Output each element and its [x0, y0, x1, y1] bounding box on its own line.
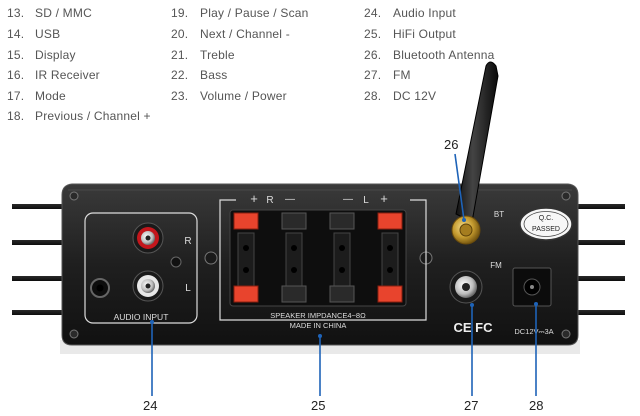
speaker-plus-l: + [380, 191, 388, 206]
legend-item-17: 17.Mode [7, 89, 66, 103]
qc-line-1: Q.C. [539, 215, 553, 222]
legend-item-21: 21.Treble [171, 48, 235, 62]
input-r-label: R [184, 236, 191, 247]
speaker-r-label: R [266, 195, 273, 206]
legend-item-28: 28.DC 12V [364, 89, 437, 103]
dc-label: DC12V⎓3A [514, 327, 553, 336]
speaker-frame [219, 199, 427, 321]
bt-label: BT [494, 210, 504, 219]
callout-25: 25 [311, 398, 326, 413]
legend-item-14: 14.USB [7, 27, 61, 41]
input-l-label: L [185, 283, 191, 294]
callout-28: 28 [529, 398, 544, 413]
audio-input-label: AUDIO INPUT [114, 312, 169, 322]
callout-24: 24 [143, 398, 158, 413]
legend-item-26: 26.Bluetooth Antenna [364, 48, 495, 62]
audio-input-frame [84, 212, 198, 324]
bluetooth-antenna[interactable] [451, 61, 499, 245]
panel-screws [69, 191, 571, 339]
qc-line-2: PASSED [532, 226, 560, 233]
callout-26: 26 [444, 137, 459, 152]
legend-item-23: 23.Volume / Power [171, 89, 287, 103]
rca-input-right[interactable] [132, 222, 164, 254]
legend-item-16: 16.IR Receiver [7, 68, 100, 82]
input-screw [170, 256, 182, 268]
speaker-terminals[interactable] [233, 212, 403, 303]
callout-dots [150, 218, 538, 338]
legend-item-27: 27.FM [364, 68, 411, 82]
speaker-impedance-label: SPEAKER IMPDANCE4~8Ω [270, 311, 366, 320]
legend-item-18: 18.Previous / Channel + [7, 109, 151, 123]
speaker-plus-r: + [250, 191, 258, 206]
rca-input-left[interactable] [132, 270, 164, 302]
made-in-label: MADE IN CHINA [290, 321, 347, 330]
qc-sticker [519, 207, 573, 241]
legend-item-20: 20.Next / Channel - [171, 27, 290, 41]
callout-27: 27 [464, 398, 479, 413]
speaker-minus-r: — [285, 194, 295, 205]
legend-item-13: 13.SD / MMC [7, 6, 92, 20]
fm-antenna-jack[interactable] [449, 270, 483, 304]
callout-lines [151, 153, 537, 396]
ce-fc-mark: CE FC [454, 320, 494, 335]
legend-item-24: 24.Audio Input [364, 6, 456, 20]
legend-item-25: 25.HiFi Output [364, 27, 456, 41]
legend-item-22: 22.Bass [171, 68, 228, 82]
heat-fins [12, 204, 625, 315]
fm-label: FM [490, 261, 502, 270]
speaker-minus-l: — [343, 194, 353, 205]
legend-item-15: 15.Display [7, 48, 76, 62]
legend-item-19: 19.Play / Pause / Scan [171, 6, 309, 20]
speaker-terminal-block [229, 209, 407, 307]
speaker-l-label: L [363, 195, 369, 206]
dc-power-jack[interactable] [512, 267, 552, 307]
